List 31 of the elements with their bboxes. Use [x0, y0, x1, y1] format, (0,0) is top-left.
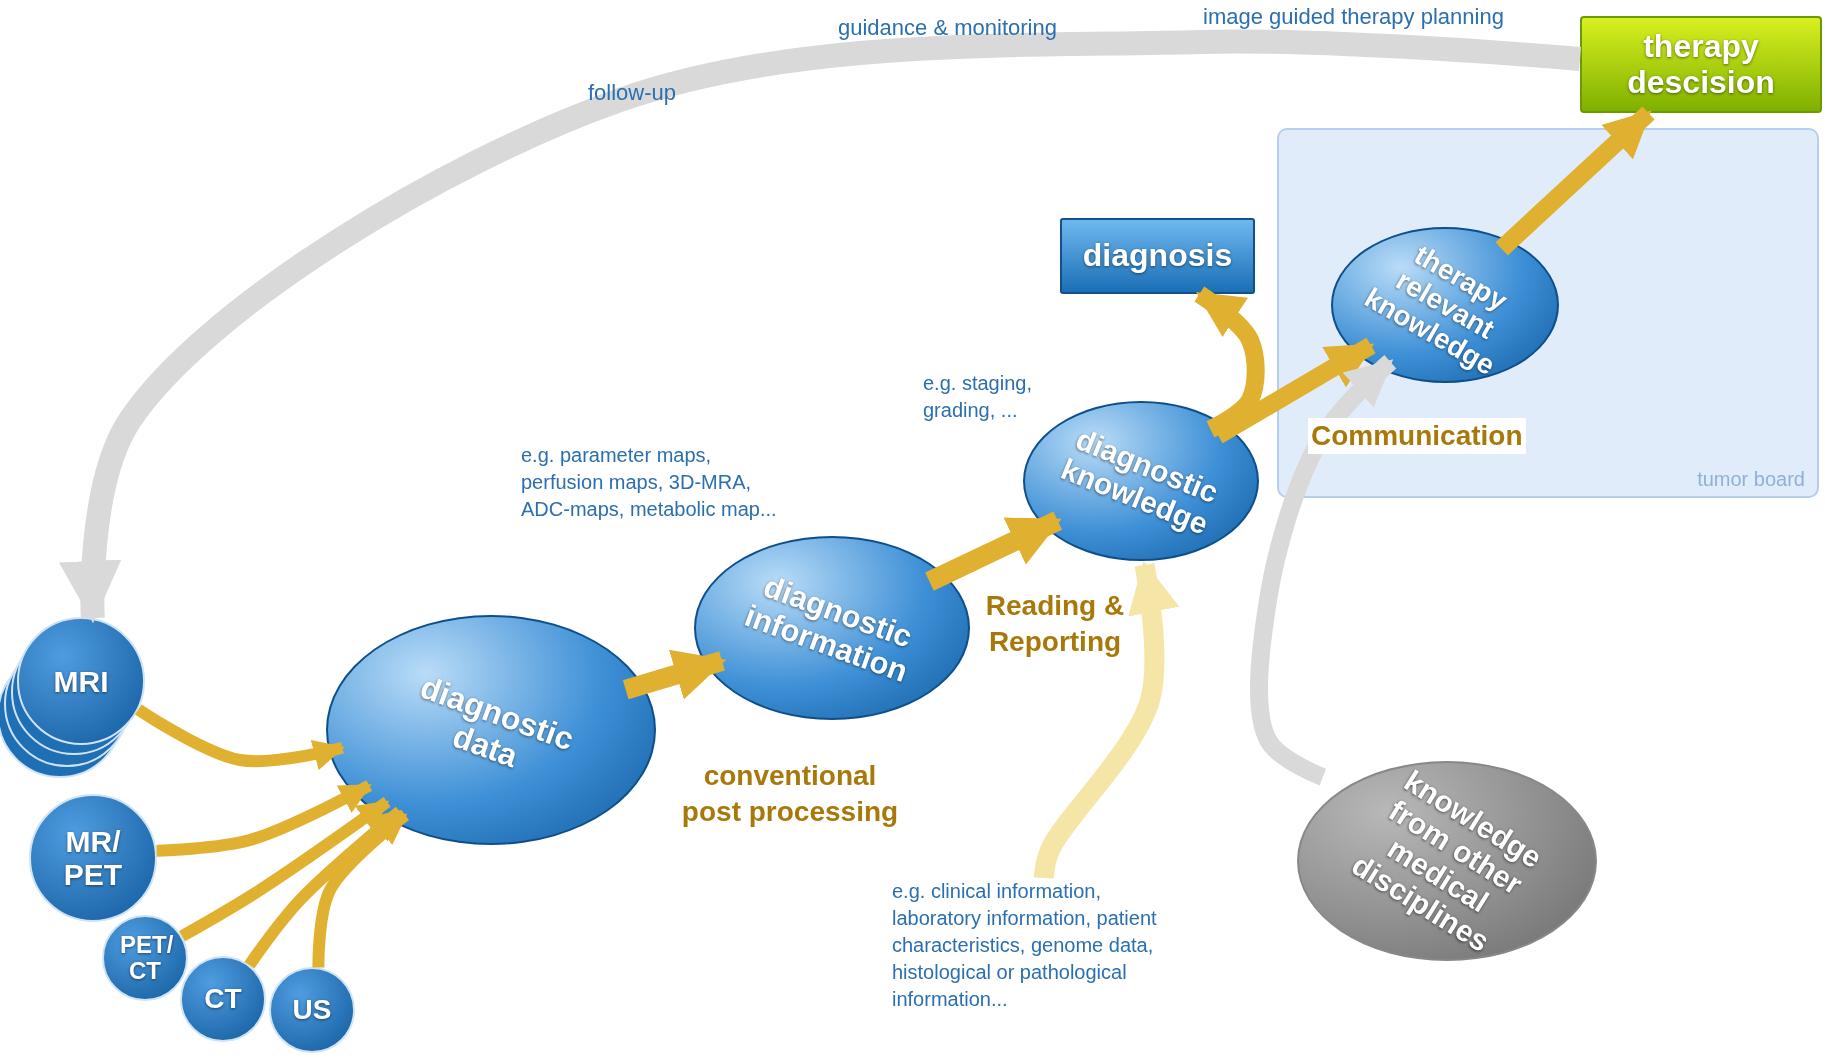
arrow	[244, 806, 404, 969]
edge-label: Reading & Reporting	[984, 589, 1126, 660]
edge-label: guidance & monitoring	[837, 14, 1058, 42]
decision-box	[1580, 16, 1822, 113]
annotation-text: follow-up	[588, 79, 678, 107]
annotation-text: e.g. staging, grading, ...	[923, 371, 1033, 423]
node-label: MR/ PET	[62, 825, 124, 891]
arrow	[59, 29, 1581, 624]
diagnosis-box	[1060, 218, 1255, 294]
group-panel	[1277, 128, 1819, 498]
node-label: therapy descision	[1626, 29, 1776, 100]
arrow	[179, 797, 391, 942]
node-label: CT	[204, 983, 242, 1015]
node-label: MRI	[53, 664, 109, 698]
edge-label: conventional post processing	[680, 759, 900, 830]
node-label: US	[292, 994, 332, 1026]
edge-label: Communication	[1308, 418, 1526, 455]
arrow	[135, 704, 345, 770]
panel-title: tumor board	[1697, 468, 1805, 490]
node-label: diagnosis	[1082, 238, 1233, 274]
arrow	[1250, 355, 1397, 786]
arrow	[622, 649, 727, 700]
arrow	[156, 780, 373, 857]
arrow	[1033, 560, 1179, 879]
note-text: e.g. clinical information, laboratory information, patient characteristics, genome data, histological or pathological information...	[892, 879, 1158, 1012]
arrow	[312, 810, 410, 968]
arrow	[925, 511, 1063, 591]
arrow	[1194, 286, 1265, 438]
annotation-text: e.g. parameter maps, perfusion maps, 3D-MRA, ADC-maps, metabolic map...	[521, 443, 778, 522]
arrow	[1495, 106, 1655, 256]
annotation-text: image guided therapy planning	[1203, 3, 1505, 31]
